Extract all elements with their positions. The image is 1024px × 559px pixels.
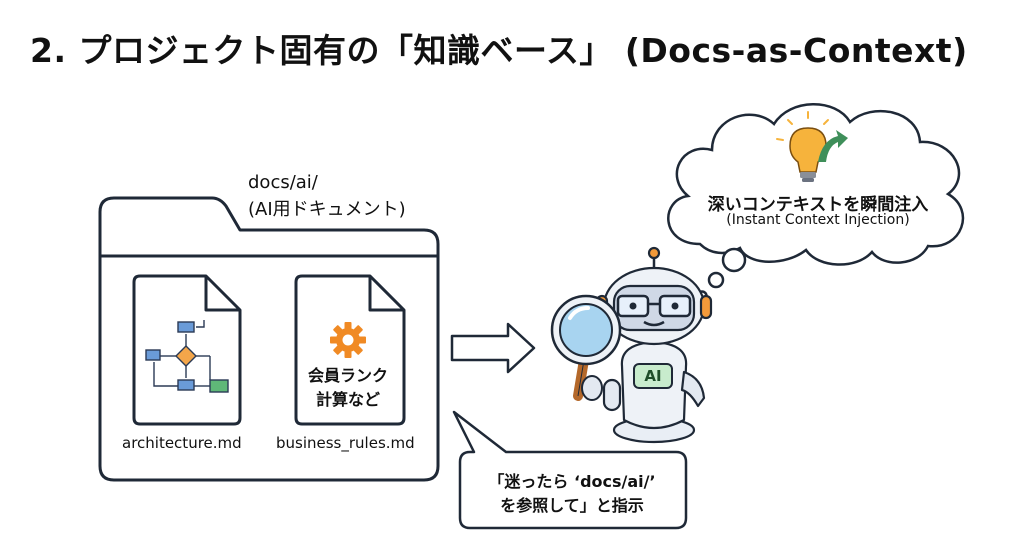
business-rules-doc-content: 会員ランク 計算など (296, 364, 400, 412)
business-rules-content-line2: 計算など (315, 390, 380, 409)
speech-bubble-line2: を参照して」と指示 (500, 496, 644, 515)
gear-icon (330, 322, 366, 358)
speech-bubble (452, 410, 688, 530)
speech-bubble-line1: 「迷ったら ‘docs/ai/’ (488, 472, 656, 491)
architecture-doc-filename: architecture.md (122, 434, 242, 452)
folder-description-label: (AI用ドキュメント) (248, 199, 406, 220)
right-arrow-icon (450, 322, 536, 374)
thought-cloud (667, 103, 965, 302)
robot-ai-badge-label: AI (644, 367, 662, 385)
thought-cloud-subtitle: (Instant Context Injection) (726, 212, 910, 228)
business-rules-content-line1: 会員ランク (307, 366, 388, 385)
thought-cloud-heading: 深いコンテキストを瞬間注入 (707, 195, 929, 215)
lightbulb-icon (776, 111, 829, 182)
flowchart-icon (145, 320, 229, 393)
curved-arrow-icon (818, 130, 848, 162)
robot-glasses-icon (616, 294, 692, 327)
robot-ai-badge (633, 363, 673, 389)
magnifying-glass-icon (550, 294, 622, 401)
slide-title: 2. プロジェクト固有の「知識ベース」 (Docs-as-Context) (30, 31, 968, 70)
folder-path-label: docs/ai/ (248, 172, 318, 193)
business-rules-doc-filename: business_rules.md (276, 434, 415, 452)
